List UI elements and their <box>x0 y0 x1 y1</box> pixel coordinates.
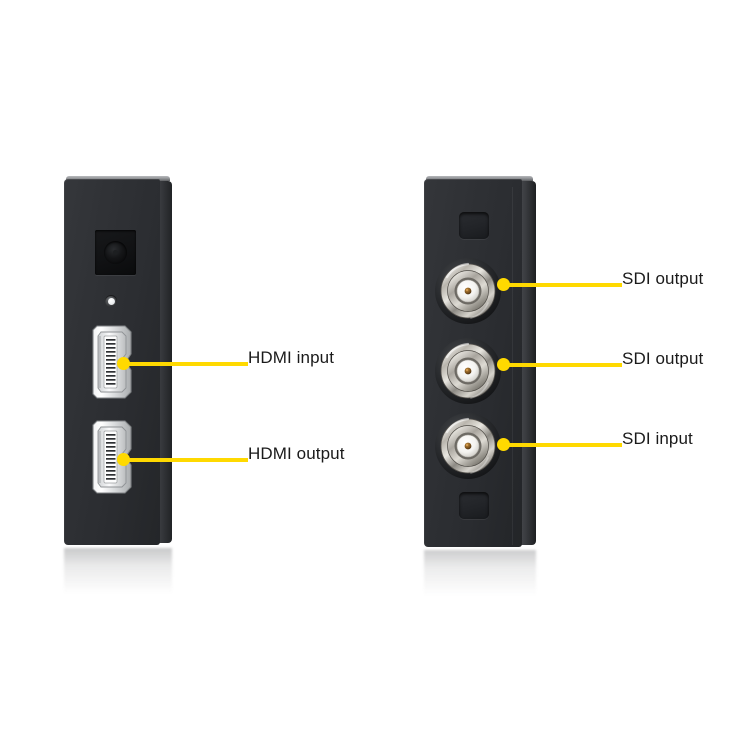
dc-power-jack-recess <box>95 230 136 275</box>
callout-label: SDI output <box>622 269 704 288</box>
callout-dot-icon <box>497 278 510 291</box>
hdmi-port-output-icon <box>87 419 135 495</box>
bnc-port-input-icon <box>434 412 502 480</box>
hdmi-port-input-icon <box>87 324 135 400</box>
screw-recess-top-icon <box>459 212 489 239</box>
callout-label: HDMI input <box>248 348 335 367</box>
led-indicator-icon <box>105 295 117 307</box>
callout-leader-line <box>128 457 248 462</box>
callout-leader-line <box>508 442 622 447</box>
dc-power-jack-pin <box>113 250 118 255</box>
callout-leader-line <box>128 361 248 366</box>
dc-power-jack-icon <box>104 241 127 264</box>
callout-leader-line <box>508 362 622 367</box>
callout-dot-icon <box>117 357 130 370</box>
callout-label: HDMI output <box>248 444 345 463</box>
callout-leader-line <box>508 282 622 287</box>
right-device-top-bevel <box>426 176 533 181</box>
bnc-port-output-1-icon <box>434 257 502 325</box>
callout-dot-icon <box>497 438 510 451</box>
callout-dot-icon <box>117 453 130 466</box>
callout-label: SDI output <box>622 349 704 368</box>
led-indicator-lens <box>107 297 115 305</box>
bnc-port-output-2-icon <box>434 337 502 405</box>
right-device-reflection <box>424 550 536 596</box>
callout-dot-icon <box>497 358 510 371</box>
callout-label: SDI input <box>622 429 693 448</box>
left-device-top-bevel <box>66 176 170 181</box>
left-device-reflection <box>64 548 172 594</box>
screw-recess-bottom-icon <box>459 492 489 519</box>
right-device-faceplate <box>424 179 522 547</box>
